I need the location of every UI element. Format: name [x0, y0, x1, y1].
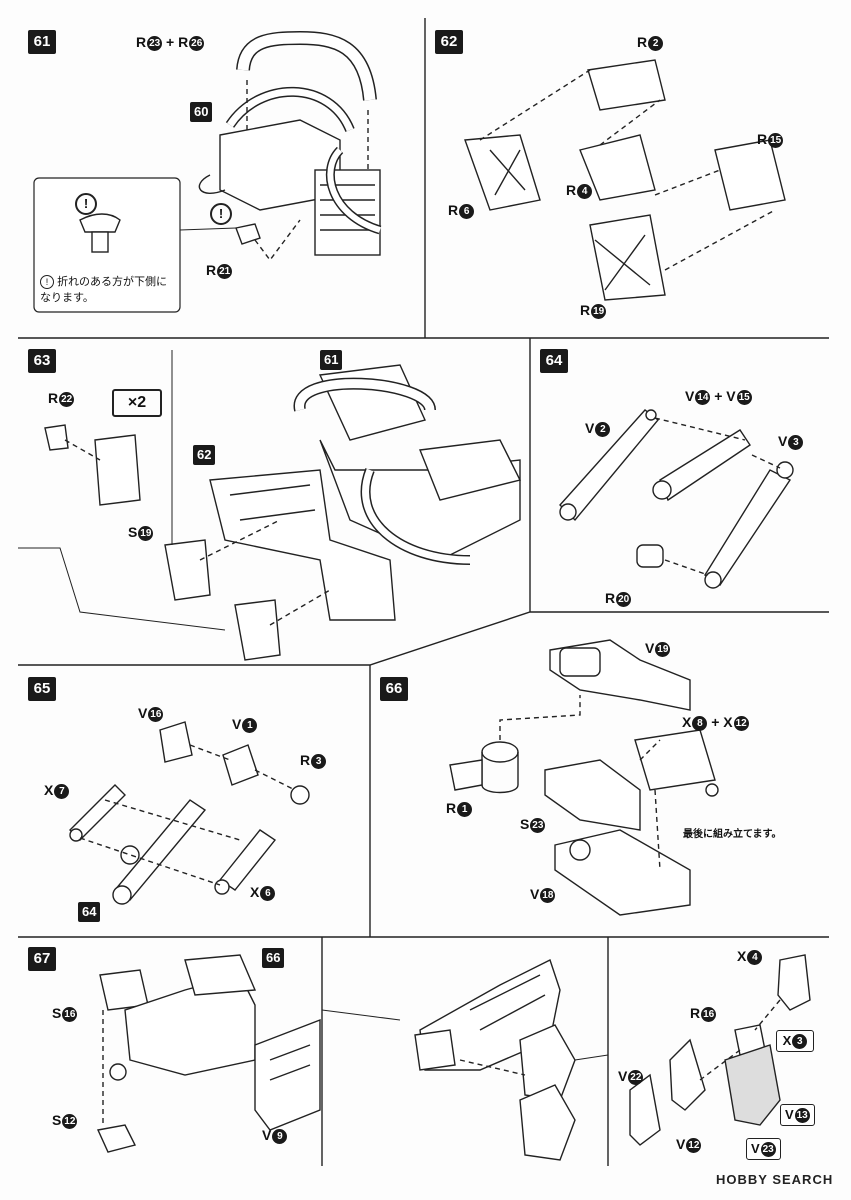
sub-assembly-64: 64 — [78, 902, 101, 922]
step-number-65: 65 — [28, 677, 56, 701]
sub-assembly-62: 62 — [193, 445, 216, 465]
quantity-multiplier: ×2 — [112, 389, 162, 417]
step-number-63: 63 — [28, 349, 56, 373]
step-number-61: 61 — [28, 30, 56, 54]
sub-assembly-61: 61 — [320, 350, 343, 370]
step-number-66: 66 — [380, 677, 408, 701]
step-number-62: 62 — [435, 30, 463, 54]
step-61-note: ! 折れのある方が下側に なります。 — [40, 275, 168, 304]
step-number-67: 67 — [28, 947, 56, 971]
caution-icon: ! — [75, 193, 97, 215]
sub-assembly-66: 66 — [262, 948, 285, 968]
step-66-note: 最後に組み立てます。 — [683, 829, 782, 840]
step-number-64: 64 — [540, 349, 568, 373]
caution-icon: ! — [210, 203, 232, 225]
sub-assembly-60: 60 — [190, 102, 213, 122]
hobby-search-logo: HOBBY SEARCH — [716, 1172, 834, 1187]
